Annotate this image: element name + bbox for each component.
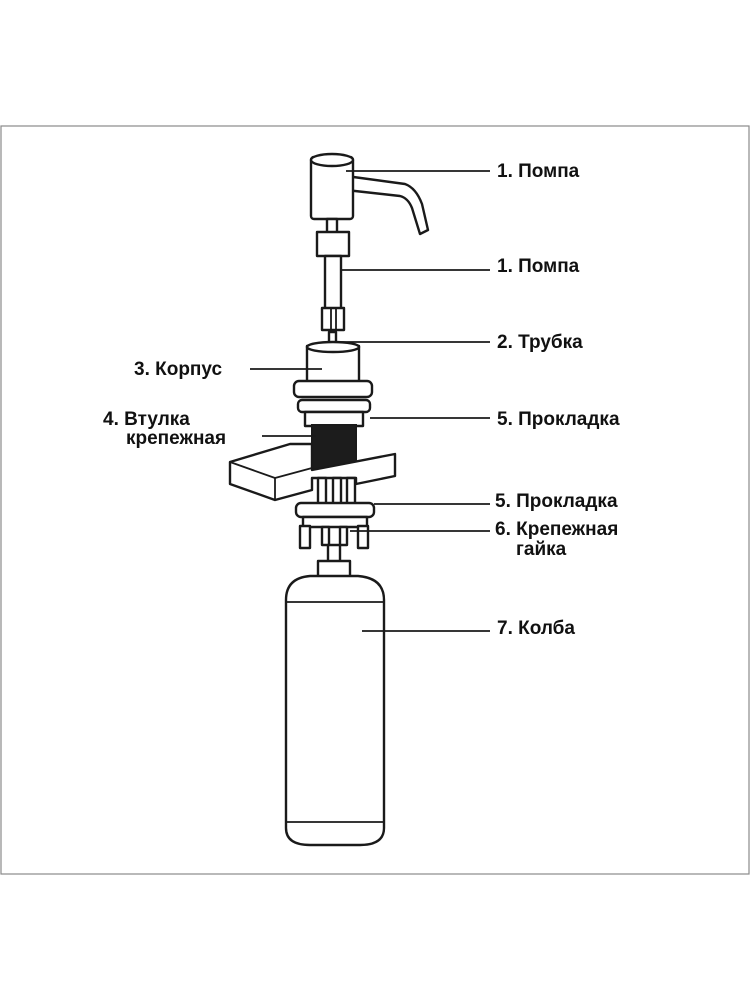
pump-stem bbox=[315, 230, 351, 332]
mounting-nut bbox=[298, 515, 370, 550]
label-sleeve-line2: крепежная bbox=[126, 428, 226, 449]
label-sleeve-line1: 4. Втулка bbox=[103, 409, 190, 430]
label-nut-line1: 6. Крепежная bbox=[495, 519, 618, 540]
label-pump-head: 1. Помпа bbox=[497, 161, 580, 182]
label-pump-stem: 1. Помпа bbox=[497, 256, 580, 277]
body-housing bbox=[292, 340, 374, 399]
label-tube: 2. Трубка bbox=[497, 332, 583, 353]
label-nut-line2: гайка bbox=[516, 539, 567, 560]
pump-head bbox=[309, 152, 430, 236]
label-body: 3. Корпус bbox=[134, 359, 223, 380]
flask bbox=[284, 559, 386, 847]
gasket-top bbox=[296, 398, 372, 414]
label-gasket-bottom: 5. Прокладка bbox=[495, 491, 618, 512]
gasket-bottom bbox=[294, 501, 376, 519]
countertop-slab bbox=[228, 442, 397, 502]
label-flask: 7. Колба bbox=[497, 618, 575, 639]
diagram-frame bbox=[0, 125, 750, 875]
label-gasket-top: 5. Прокладка bbox=[497, 409, 620, 430]
